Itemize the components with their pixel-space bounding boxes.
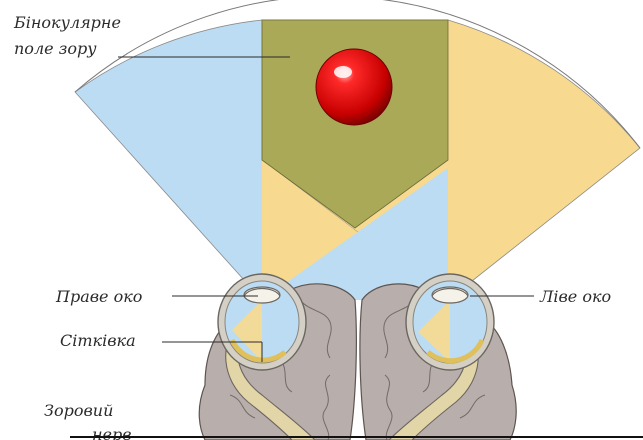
optic-nerve-label-line1: Зоровий bbox=[44, 401, 113, 420]
object-highlight bbox=[334, 66, 352, 78]
binocular-field-label-line2: поле зору bbox=[14, 39, 97, 58]
red-object bbox=[316, 49, 392, 125]
retina-label: Сітківка bbox=[60, 331, 136, 350]
left-eye-label: Ліве око bbox=[539, 287, 611, 306]
binocular-field-label-line1: Бінокулярне bbox=[13, 13, 121, 32]
right-eye-label: Праве око bbox=[55, 287, 142, 306]
left-eye bbox=[406, 274, 494, 370]
